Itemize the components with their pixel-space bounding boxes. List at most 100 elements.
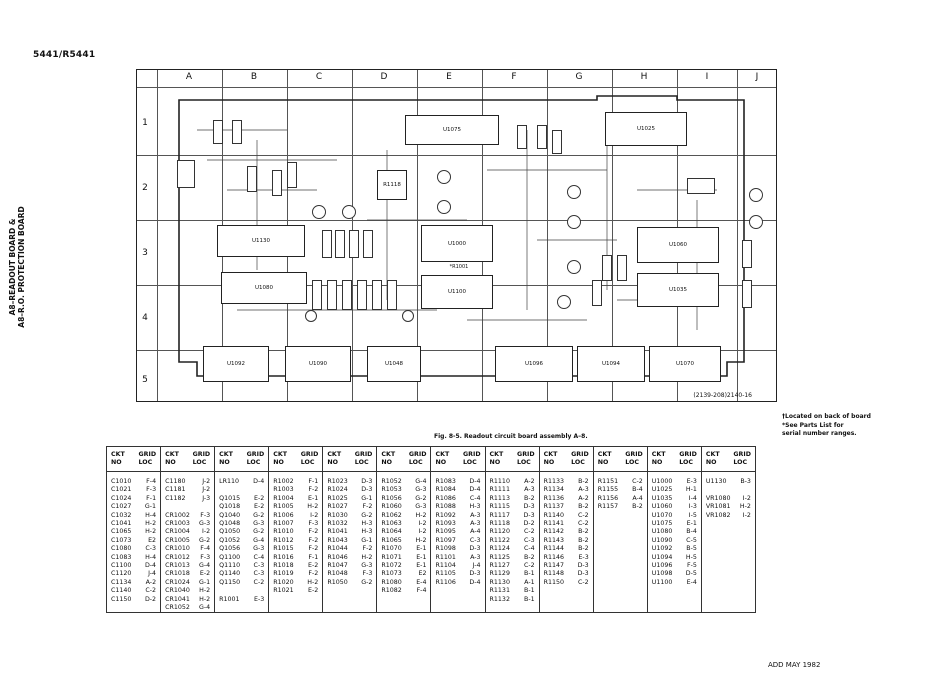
grid-location: B-4 xyxy=(632,486,643,494)
document-id: 5441/R5441 xyxy=(33,50,96,60)
grid-location: E-2 xyxy=(253,494,265,502)
grid-location: B-1 xyxy=(524,595,535,603)
circuit-number: U1035 xyxy=(651,494,673,502)
header-grid: GRID xyxy=(300,451,319,458)
circuit-number: R1071 xyxy=(381,553,402,561)
circuit-number: Q1056 xyxy=(219,545,241,553)
grid-location: F-3 xyxy=(362,570,373,578)
table-row: R1064 I-2 xyxy=(381,528,426,536)
grid-location: E-3 xyxy=(686,478,697,485)
grid-location: B-2 xyxy=(578,536,589,544)
table-row: R1106 D-4 xyxy=(435,579,480,587)
grid-location: A-4 xyxy=(632,494,643,502)
circuit-number: R1120 xyxy=(489,528,510,536)
circuit-number: R1106 xyxy=(435,578,456,586)
grid-location: G-2 xyxy=(415,494,427,502)
grid-location: H-3 xyxy=(361,520,373,528)
circuit-number: R1157 xyxy=(597,503,619,511)
grid-location: H-2 xyxy=(307,578,319,586)
circuit-number: R1136 xyxy=(543,494,565,502)
grid-location: C-2 xyxy=(253,578,265,586)
grid-location: I-2 xyxy=(418,528,427,536)
header-no: NO xyxy=(597,459,609,466)
grid-location: F-2 xyxy=(308,570,319,578)
circuit-number: R1086 xyxy=(435,494,456,502)
grid-location: G-3 xyxy=(415,503,427,511)
circuit-number: R1082 xyxy=(381,587,402,595)
ic-u1096: U1096 xyxy=(495,346,573,382)
circuit-number: R1064 xyxy=(381,528,402,536)
grid-location: G-2 xyxy=(361,578,373,586)
circuit-number: C1120 xyxy=(111,570,132,578)
header-loc: LOC xyxy=(625,459,639,466)
grid-location: H-4 xyxy=(145,553,157,561)
grid-location: D-3 xyxy=(361,486,373,494)
header-loc: LOC xyxy=(462,459,477,466)
grid-location: B-3 xyxy=(740,478,751,485)
circuit-number: C1080 xyxy=(111,545,132,553)
header-ckt: CKT xyxy=(111,451,125,458)
side-title-line-2: A8–R.O. PROTECTION BOARD xyxy=(17,206,26,328)
circuit-number: R1043 xyxy=(327,536,348,544)
header-grid: GRID xyxy=(733,451,751,458)
grid-location: D-4 xyxy=(469,578,481,586)
grid-location: H-2 xyxy=(361,553,373,561)
grid-location: E-1 xyxy=(416,553,427,561)
header-no: NO xyxy=(489,459,501,466)
grid-location: D-4 xyxy=(469,486,481,494)
circuit-number: Q1048 xyxy=(219,520,241,528)
grid-col-c: C xyxy=(315,72,323,82)
grid-row-1: 1 xyxy=(142,118,148,128)
grid-location: H-2 xyxy=(145,520,157,528)
circuit-number: R1032 xyxy=(327,520,348,528)
grid-location: E-4 xyxy=(416,578,427,586)
circuit-number: R1006 xyxy=(273,511,294,519)
circuit-number: C1024 xyxy=(111,494,132,502)
grid-row-2: 2 xyxy=(142,183,148,193)
circuit-number: Q1140 xyxy=(219,570,241,578)
notes: †Located on back of board *See Parts Lis… xyxy=(782,413,871,439)
grid-location: H-4 xyxy=(145,511,157,519)
grid-location: E-2 xyxy=(253,503,265,511)
circuit-number: CR1018 xyxy=(165,570,190,578)
grid-location: J-4 xyxy=(148,570,157,578)
grid-location: F-2 xyxy=(308,545,319,553)
grid-row-5: 5 xyxy=(142,375,148,385)
grid-location: A-3 xyxy=(470,511,481,519)
circuit-number: CR1005 xyxy=(165,536,190,544)
board-diagram: A B C D E F G H I J 1 2 3 4 5 U1075 U102… xyxy=(136,69,777,402)
grid-location: E-2 xyxy=(199,570,211,578)
grid-location: D-4 xyxy=(253,478,265,485)
grid-location: F-4 xyxy=(416,587,427,595)
header-grid: GRID xyxy=(517,451,535,458)
footer-date: ADD MAY 1982 xyxy=(768,661,821,669)
grid-col-j: J xyxy=(755,72,759,82)
circuit-number: R1124 xyxy=(489,545,510,553)
